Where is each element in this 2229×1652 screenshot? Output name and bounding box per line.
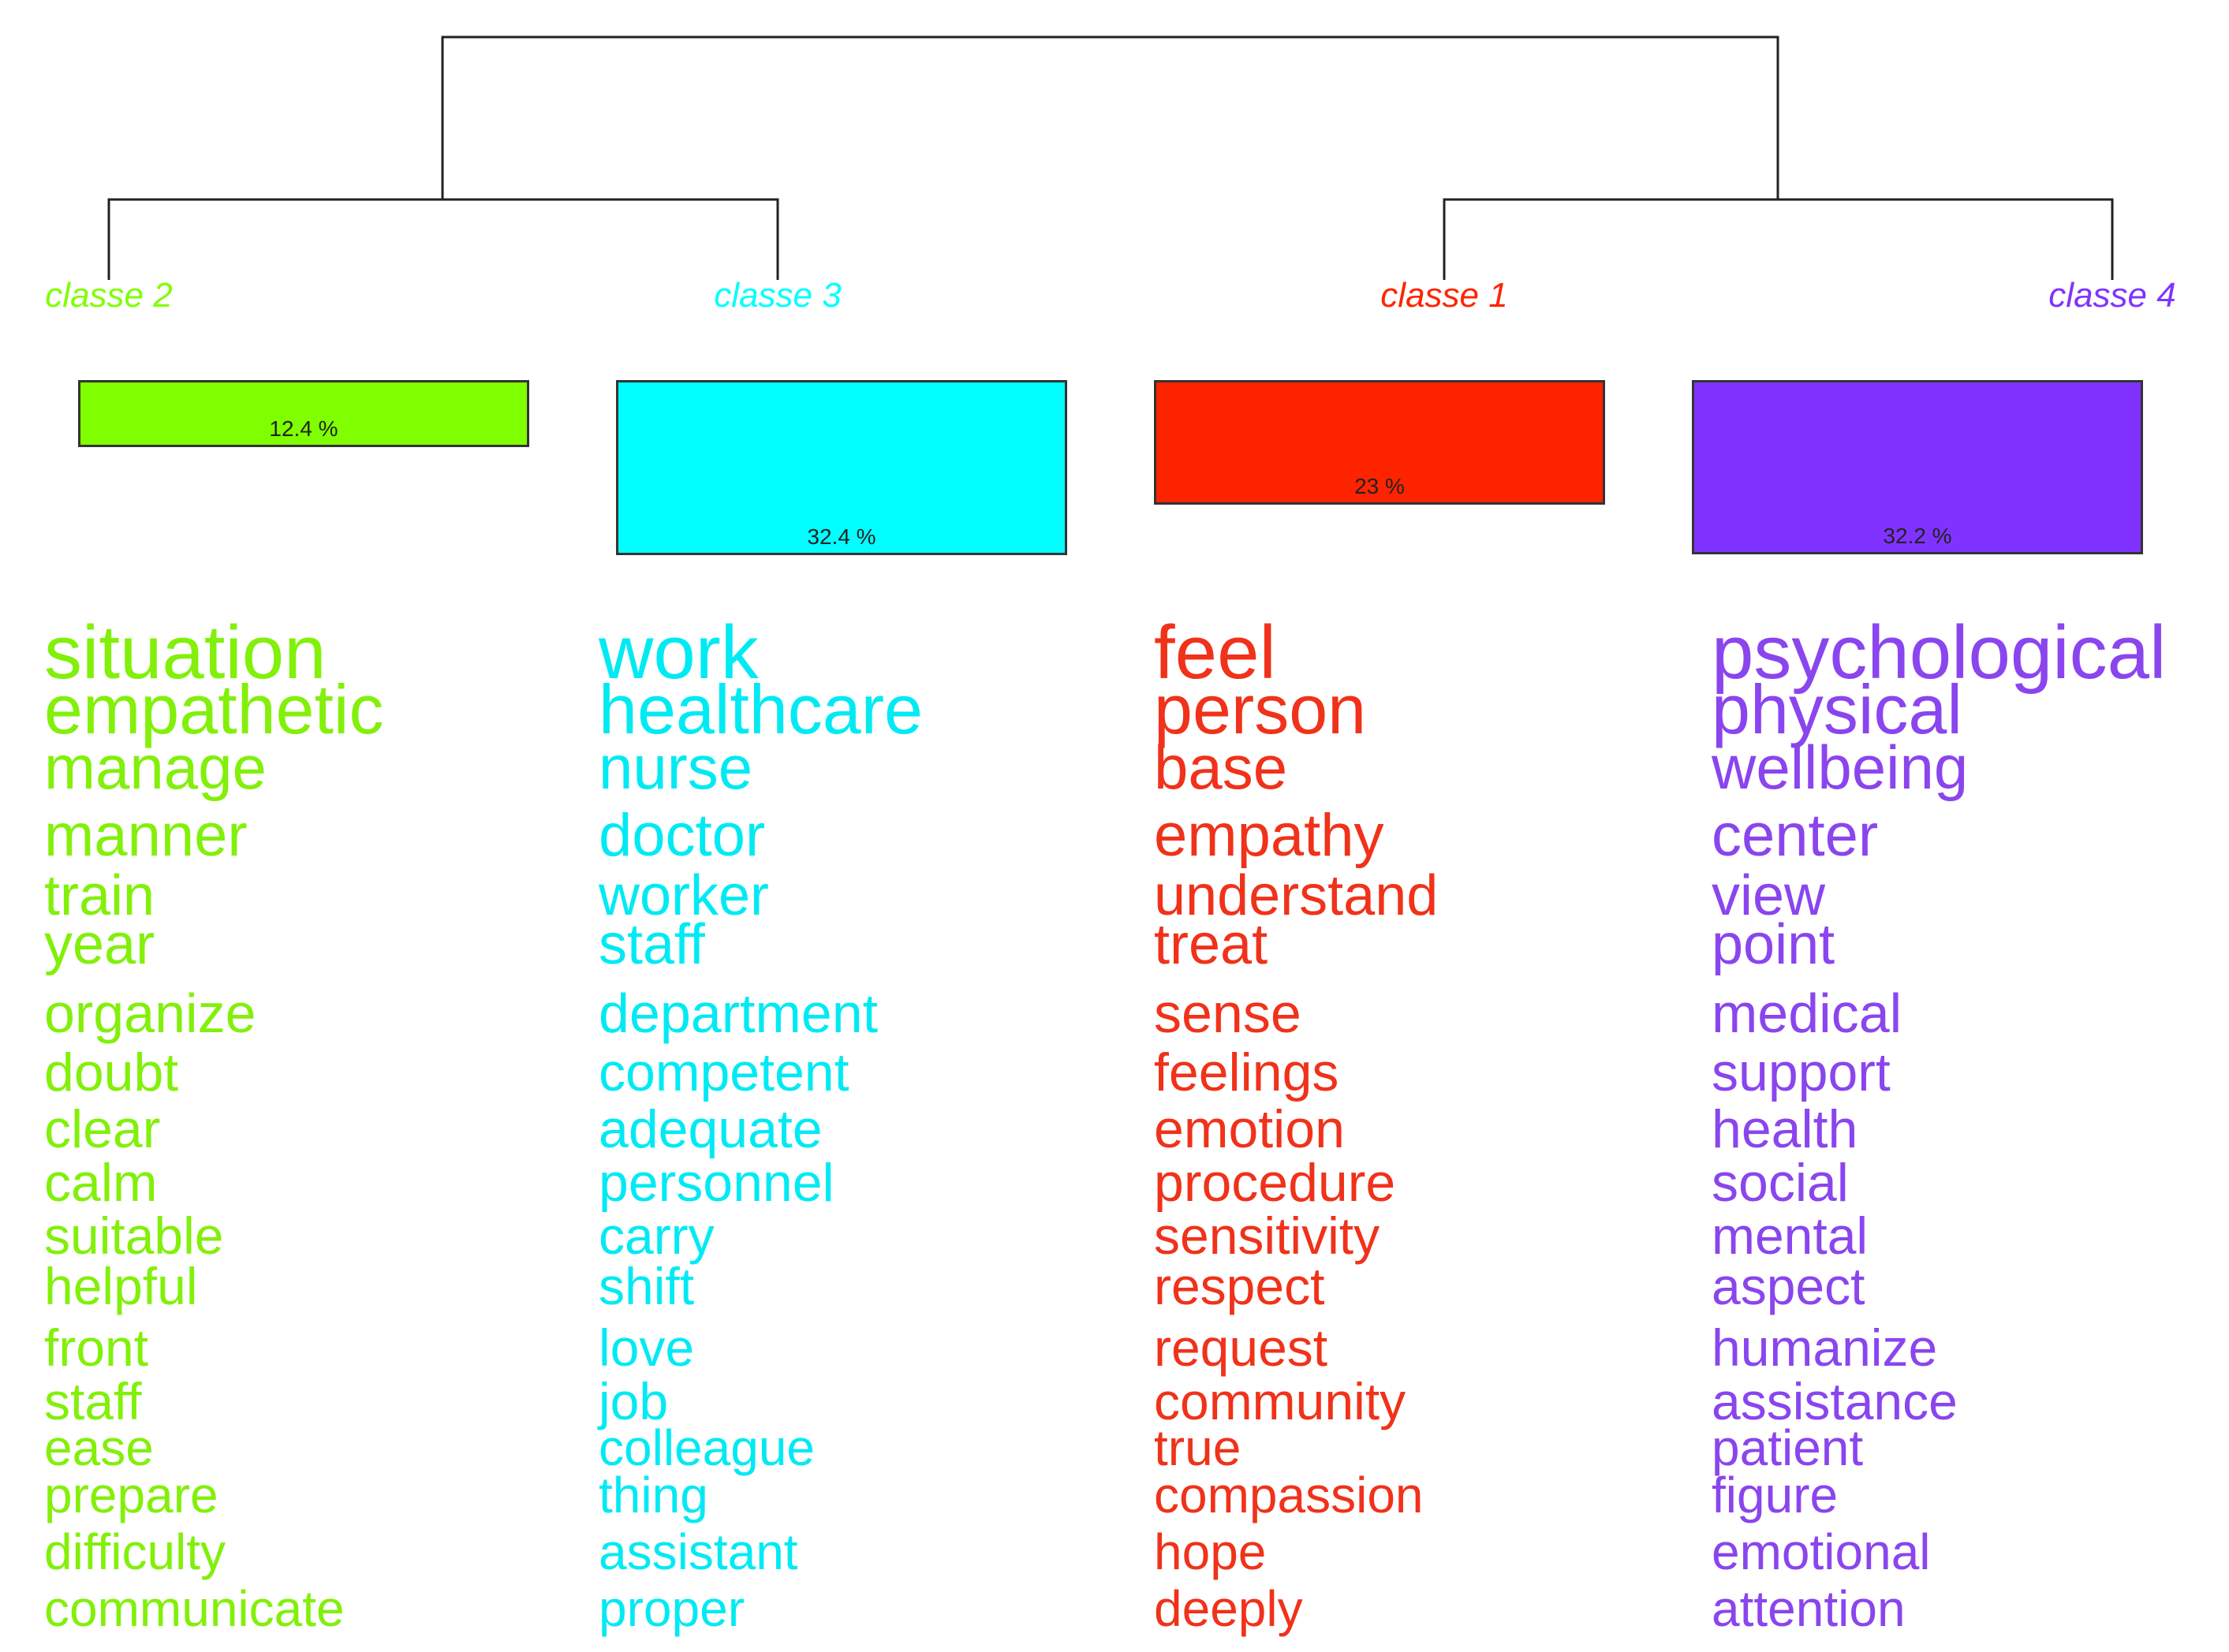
class-size-bar-class3: 32.4 % (616, 380, 1067, 555)
word-item: patient (1712, 1419, 1864, 1476)
word-item: figure (1712, 1467, 1839, 1523)
word-item: aspect (1712, 1257, 1865, 1315)
word-item: clear (44, 1099, 161, 1159)
word-item: adequate (599, 1099, 823, 1159)
class-size-bar-class2: 12.4 % (78, 380, 529, 447)
word-item: mental (1712, 1206, 1869, 1265)
word-item: manner (44, 802, 248, 869)
word-item: staff (599, 913, 705, 976)
word-item: hope (1154, 1523, 1267, 1580)
word-item: department (599, 983, 879, 1044)
word-item: emotional (1712, 1523, 1931, 1580)
word-item: medical (1712, 983, 1902, 1044)
word-item: doctor (599, 802, 766, 869)
word-item: humanize (1712, 1318, 1938, 1377)
dendro-root-link (441, 35, 1779, 200)
dendro-left-link (107, 198, 779, 280)
word-item: work (599, 610, 759, 695)
class-size-bar-class4: 32.2 % (1692, 380, 2143, 554)
word-item: social (1712, 1153, 1849, 1213)
word-item: physical (1712, 670, 1962, 748)
word-item: deeply (1154, 1580, 1303, 1637)
word-item: helpful (44, 1257, 198, 1315)
word-item: worker (599, 864, 770, 927)
word-item: point (1712, 913, 1835, 976)
word-item: calm (44, 1153, 158, 1213)
word-item: love (599, 1318, 695, 1377)
class-size-bar-class1: 23 % (1154, 380, 1605, 505)
word-item: community (1154, 1372, 1406, 1430)
word-item: front (44, 1318, 149, 1377)
class-percent-class1: 23 % (1354, 474, 1405, 498)
word-item: feelings (1154, 1042, 1339, 1102)
word-item: compassion (1154, 1467, 1424, 1523)
dendrogram-tree (107, 35, 2114, 280)
word-item: true (1154, 1419, 1241, 1476)
word-item: difficulty (44, 1523, 226, 1580)
word-item: view (1712, 864, 1826, 927)
class-label-class1: classe 1 (1380, 276, 1508, 315)
word-item: year (44, 913, 155, 976)
word-item: request (1154, 1318, 1328, 1377)
word-item: empathetic (44, 670, 384, 748)
word-item: shift (599, 1257, 695, 1315)
word-item: treat (1154, 913, 1268, 976)
word-item: personnel (599, 1153, 834, 1213)
word-item: communicate (44, 1580, 345, 1637)
word-item: assistance (1712, 1372, 1958, 1430)
word-item: situation (44, 610, 327, 695)
word-item: attention (1712, 1580, 1906, 1637)
word-item: doubt (44, 1042, 179, 1102)
word-item: understand (1154, 864, 1439, 927)
word-item: nurse (599, 733, 753, 802)
word-item: person (1154, 670, 1367, 748)
class-percent-class4: 32.2 % (1883, 524, 1952, 548)
word-item: support (1712, 1042, 1891, 1102)
class-percent-class2: 12.4 % (269, 416, 338, 441)
word-item: organize (44, 983, 256, 1044)
dendro-right-link (1443, 198, 2114, 280)
word-item: manage (44, 733, 267, 802)
word-item: job (599, 1372, 669, 1430)
word-item: proper (599, 1580, 745, 1637)
word-item: thing (599, 1467, 708, 1523)
word-item: staff (44, 1372, 142, 1430)
word-item: psychological (1712, 610, 2167, 695)
word-item: sense (1154, 983, 1301, 1044)
word-item: base (1154, 733, 1288, 802)
word-item: assistant (599, 1523, 798, 1580)
word-item: train (44, 864, 155, 927)
word-item: health (1712, 1099, 1858, 1159)
word-item: prepare (44, 1467, 218, 1523)
word-item: competent (599, 1042, 849, 1102)
word-item: feel (1154, 610, 1276, 695)
word-item: ease (44, 1419, 154, 1476)
class-label-class2: classe 2 (45, 276, 173, 315)
word-item: colleague (599, 1419, 815, 1476)
word-item: emotion (1154, 1099, 1345, 1159)
word-item: healthcare (599, 670, 923, 748)
word-item: sensitivity (1154, 1206, 1380, 1265)
class-label-class3: classe 3 (714, 276, 842, 315)
class-percent-class3: 32.4 % (807, 524, 876, 549)
word-item: empathy (1154, 802, 1384, 869)
word-item: carry (599, 1206, 715, 1265)
class-label-class4: classe 4 (2048, 276, 2176, 315)
word-item: center (1712, 802, 1879, 869)
word-item: respect (1154, 1257, 1325, 1315)
word-item: wellbeing (1712, 733, 1969, 802)
word-item: procedure (1154, 1153, 1396, 1213)
word-item: suitable (44, 1206, 224, 1265)
